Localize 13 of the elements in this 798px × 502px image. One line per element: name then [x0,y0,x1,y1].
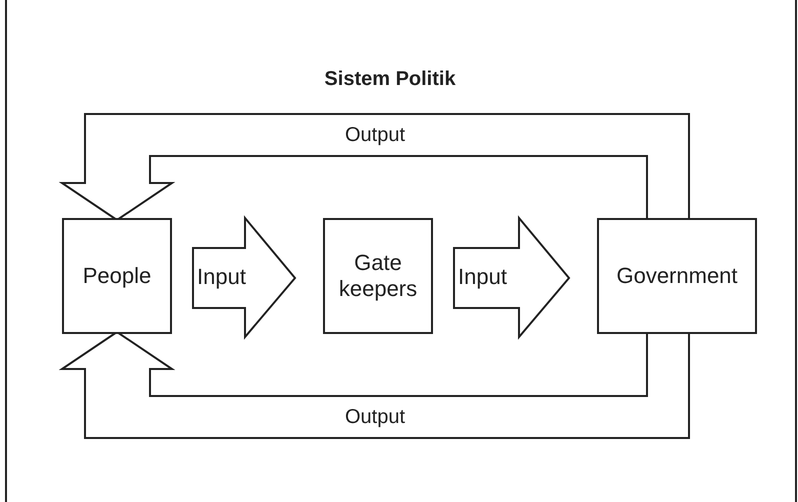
block-arrow [192,215,296,340]
process-box [62,218,172,334]
process-box [323,218,433,334]
process-box [597,218,757,334]
title: Sistem Politik [323,67,457,92]
block-arrow [453,215,570,340]
edge-label: Input [458,266,507,288]
edge-label: Output [345,407,406,427]
node-text: People [82,262,152,290]
node-text: Government [615,262,739,290]
edge-label: Output [345,125,406,145]
node-text: Gate keepers [338,250,418,302]
edge-label: Input [197,266,246,288]
